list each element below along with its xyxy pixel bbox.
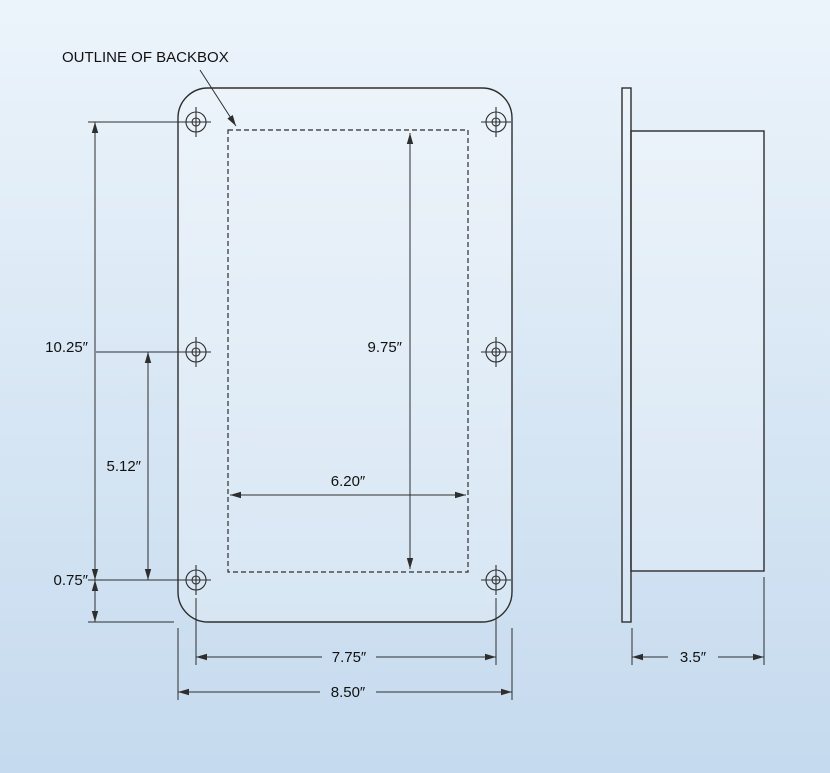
- dim-backbox-width: 6.20″: [230, 473, 466, 499]
- dim-label-hole-span: 7.75″: [332, 649, 367, 666]
- dim-hole-span: 7.75″: [195, 598, 497, 666]
- dim-label-backbox-height: 9.75″: [367, 339, 402, 356]
- dim-edge-offset: 0.75″: [53, 572, 174, 623]
- callout-leader-arrow: [199, 69, 237, 127]
- backbox-outline: [227, 129, 469, 573]
- backbox-body: [630, 130, 765, 572]
- dim-label-plate-width: 8.50″: [331, 684, 366, 701]
- dim-mid-height: 5.12″: [96, 351, 183, 580]
- callout: OUTLINE OF BACKBOX: [62, 49, 237, 127]
- front-view: [177, 87, 513, 623]
- dim-label-depth: 3.5″: [680, 649, 707, 666]
- dim-label-outer-height: 10.25″: [45, 339, 89, 356]
- dim-plate-width: 8.50″: [177, 628, 513, 701]
- faceplate-outline: [177, 87, 513, 623]
- dim-label-backbox-width: 6.20″: [331, 473, 366, 490]
- faceplate-edge: [621, 87, 632, 623]
- dim-depth: 3.5″: [631, 577, 765, 666]
- callout-label: OUTLINE OF BACKBOX: [62, 49, 229, 66]
- dim-label-mid-height: 5.12″: [106, 458, 141, 475]
- dim-label-edge-offset: 0.75″: [53, 572, 88, 589]
- dim-outer-height: 10.25″: [45, 121, 183, 581]
- side-view: [621, 87, 765, 623]
